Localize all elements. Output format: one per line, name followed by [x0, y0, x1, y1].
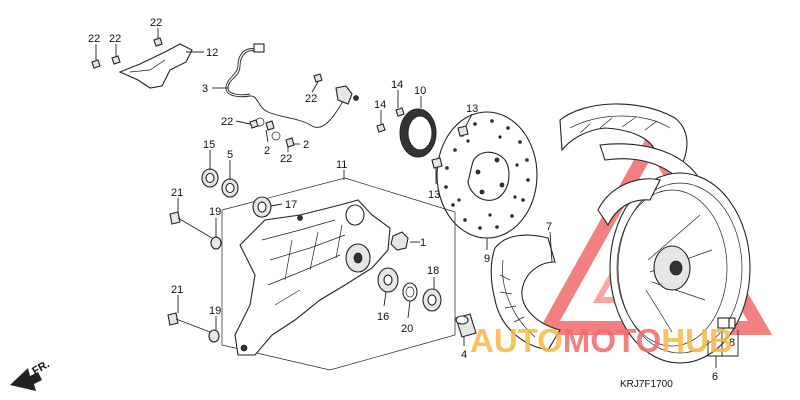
callout-22: 22	[109, 33, 121, 45]
speed-sensor-cable-drawing	[225, 43, 359, 148]
callout-8: 8	[729, 337, 735, 349]
watermark-text-part3: HUB	[661, 322, 733, 359]
bolt-21-upper-drawing	[169, 211, 213, 239]
brake-disk-drawing	[436, 111, 538, 239]
callout-14: 14	[374, 99, 386, 111]
callout-labels: 22 22 22 12 3 22 22 2 22 2 14 14 10 13 1…	[88, 17, 735, 383]
seal-18-drawing	[422, 288, 442, 312]
callout-22: 22	[88, 33, 100, 45]
bearing-5-drawing	[221, 178, 239, 198]
callout-7: 7	[546, 221, 552, 233]
callout-21: 21	[171, 284, 183, 296]
rear-wheel-drawing	[597, 172, 751, 364]
watermark-text-part2: MOTO	[563, 322, 661, 359]
watermark-text-part1: AUTO	[470, 322, 563, 359]
washer-19-lower-drawing	[208, 329, 220, 343]
swing-arm-drawing	[221, 177, 456, 371]
callout-17: 17	[285, 199, 297, 211]
pulser-ring-drawing	[399, 108, 437, 158]
sensor-bracket-12-drawing	[118, 43, 193, 89]
callout-19: 19	[209, 206, 221, 218]
washer-19-upper-drawing	[210, 236, 222, 250]
bolts-22-drawing	[91, 37, 323, 129]
bolt-13-lower-drawing	[431, 157, 443, 169]
bearing-17-drawing	[252, 196, 272, 218]
callout-9: 9	[484, 253, 490, 265]
bearing-16-drawing	[377, 267, 399, 293]
callout-12: 12	[206, 47, 218, 59]
collar-4-drawing	[455, 313, 477, 338]
callout-1: 1	[420, 237, 426, 249]
leader-lines	[95, 28, 739, 368]
collar-15-drawing	[201, 168, 219, 188]
bolt-13-upper-drawing	[457, 125, 469, 137]
callout-13: 13	[466, 103, 478, 115]
front-direction-arrow-icon	[10, 368, 42, 391]
callout-22: 22	[150, 17, 162, 29]
bolt-21-lower-drawing	[167, 312, 211, 333]
nut-1-drawing	[390, 231, 409, 251]
callout-13: 13	[428, 189, 440, 201]
callout-11: 11	[336, 159, 347, 171]
clip-20-drawing	[402, 282, 418, 302]
callout-18: 18	[427, 265, 439, 277]
callout-14: 14	[391, 79, 403, 91]
callout-22: 22	[305, 93, 317, 105]
callout-21: 21	[171, 187, 183, 199]
svg-text:AUTOMOTOHUB: AUTOMOTOHUB	[470, 322, 733, 359]
callout-22: 22	[221, 116, 233, 128]
callout-19: 19	[209, 305, 221, 317]
callout-2: 2	[303, 139, 309, 151]
diagram-code: KRJ7F1700	[620, 379, 673, 390]
callout-5: 5	[227, 149, 233, 161]
callout-6: 6	[712, 371, 718, 383]
direction-label: FR.	[30, 358, 51, 377]
callout-15: 15	[203, 139, 215, 151]
callout-10: 10	[414, 85, 426, 97]
callout-20: 20	[401, 323, 413, 335]
watermark-text: AUTOMOTOHUB	[470, 322, 733, 359]
bolt-14-drawing	[376, 107, 405, 133]
callout-3: 3	[202, 83, 208, 95]
callout-16: 16	[377, 311, 389, 323]
callout-2: 2	[264, 145, 270, 157]
callout-22: 22	[280, 153, 292, 165]
callout-4: 4	[461, 349, 467, 361]
